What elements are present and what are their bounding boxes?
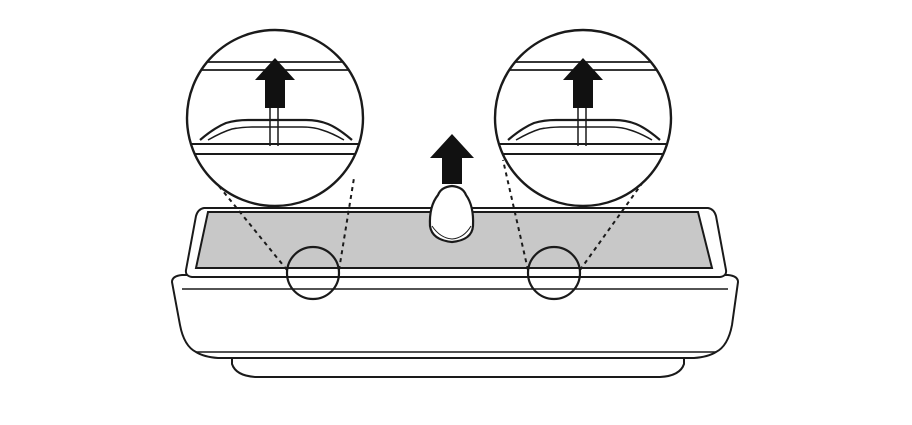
clip-callout-right [526, 245, 582, 301]
detail-zoom-left [185, 28, 365, 208]
zoom-right-clip-inner [515, 126, 653, 141]
housing-bottom-tray [231, 356, 685, 378]
center-knob-shadow [431, 225, 472, 240]
zoom-left-clip [199, 118, 353, 141]
clip-callout-left [285, 245, 341, 301]
center-knob [428, 184, 475, 244]
housing-body [170, 274, 740, 359]
leader-left-1 [217, 184, 288, 271]
callout-leaders [217, 159, 644, 271]
zoom-circle-left [187, 30, 363, 206]
detail-zoom-right [493, 28, 673, 208]
zoom-circle-left-border [185, 28, 365, 208]
up-arrow-icon [430, 134, 474, 184]
leader-right-1 [502, 159, 529, 271]
leader-right-2 [579, 181, 644, 271]
light-housing [170, 184, 740, 378]
up-arrow-icon [255, 58, 295, 108]
zoom-circle-right-border [493, 28, 673, 208]
zoom-right-clip [507, 118, 661, 141]
up-arrow-icon [563, 58, 603, 108]
zoom-circle-right [495, 30, 671, 206]
zoom-left-clip-inner [207, 126, 345, 141]
